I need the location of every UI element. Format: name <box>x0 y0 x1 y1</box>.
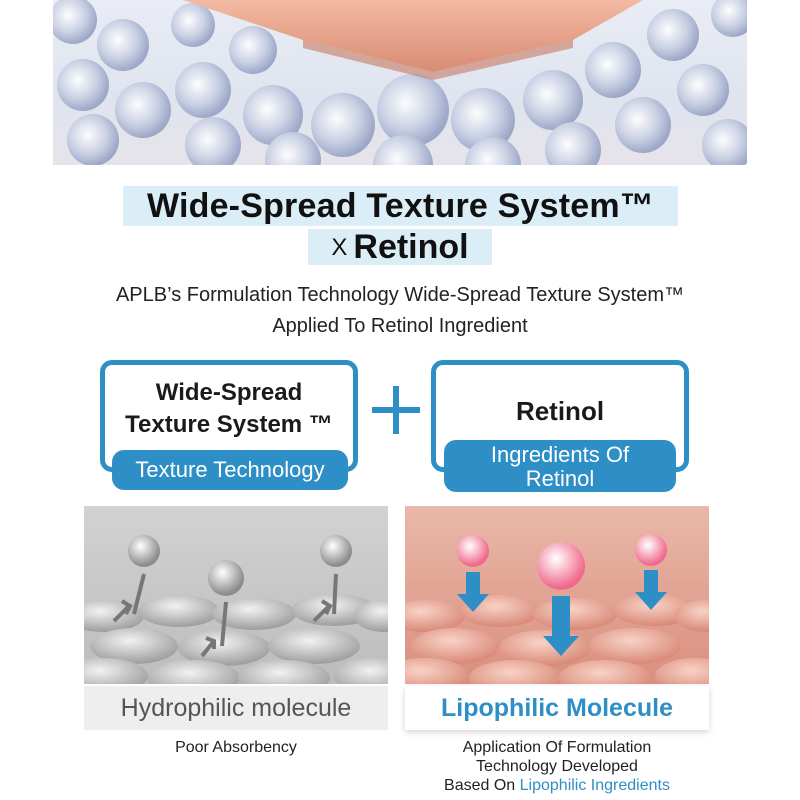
skin-cell-layer <box>405 594 709 684</box>
texture-system-title: Wide-Spread Texture System ™ <box>105 377 353 441</box>
caption-highlight: Lipophilic Ingredients <box>519 777 670 794</box>
hero-image <box>53 0 747 165</box>
hydrophilic-illustration <box>84 506 388 684</box>
pill-line2: Retinol <box>525 466 595 491</box>
headline-retinol: Retinol <box>353 228 469 266</box>
subtitle-line1: APLB’s Formulation Technology Wide-Sprea… <box>115 284 685 306</box>
pill-line1: Ingredients Of <box>490 442 630 467</box>
texture-technology-pill: Texture Technology <box>112 450 348 490</box>
ingredients-of-retinol-pill: Ingredients Of Retinol <box>444 440 676 492</box>
retinol-title: Retinol <box>515 396 605 426</box>
bounce-arrows <box>112 573 338 658</box>
texture-system-title-line2: Texture System ™ <box>125 411 333 438</box>
texture-system-title-line1: Wide-Spread <box>155 379 303 406</box>
lipophilic-illustration <box>405 506 709 684</box>
caption-prefix: Based On <box>444 777 520 794</box>
lipophilic-label: Lipophilic Molecule <box>405 686 709 730</box>
hydrophilic-caption: Poor Absorbency <box>175 739 297 756</box>
subtitle-line2: Applied To Retinol Ingredient <box>272 315 528 337</box>
times-symbol: X <box>331 234 348 261</box>
lipophilic-caption-line1: Application Of Formulation <box>462 739 652 756</box>
lipophilic-caption: Application Of Formulation Technology De… <box>405 738 709 795</box>
headline-line1: Wide-Spread Texture System™ <box>123 186 678 226</box>
hydrophilic-label: Hydrophilic molecule <box>84 686 388 730</box>
lipophilic-caption-line3: Based On Lipophilic Ingredients <box>405 776 709 795</box>
skin-cells-illustration <box>53 0 747 165</box>
plus-icon <box>372 386 420 434</box>
absorb-arrows <box>457 570 667 656</box>
lipophilic-caption-line2: Technology Developed <box>476 758 638 775</box>
lipophilic-molecules <box>457 534 667 590</box>
hydrophilic-molecules <box>128 535 352 596</box>
